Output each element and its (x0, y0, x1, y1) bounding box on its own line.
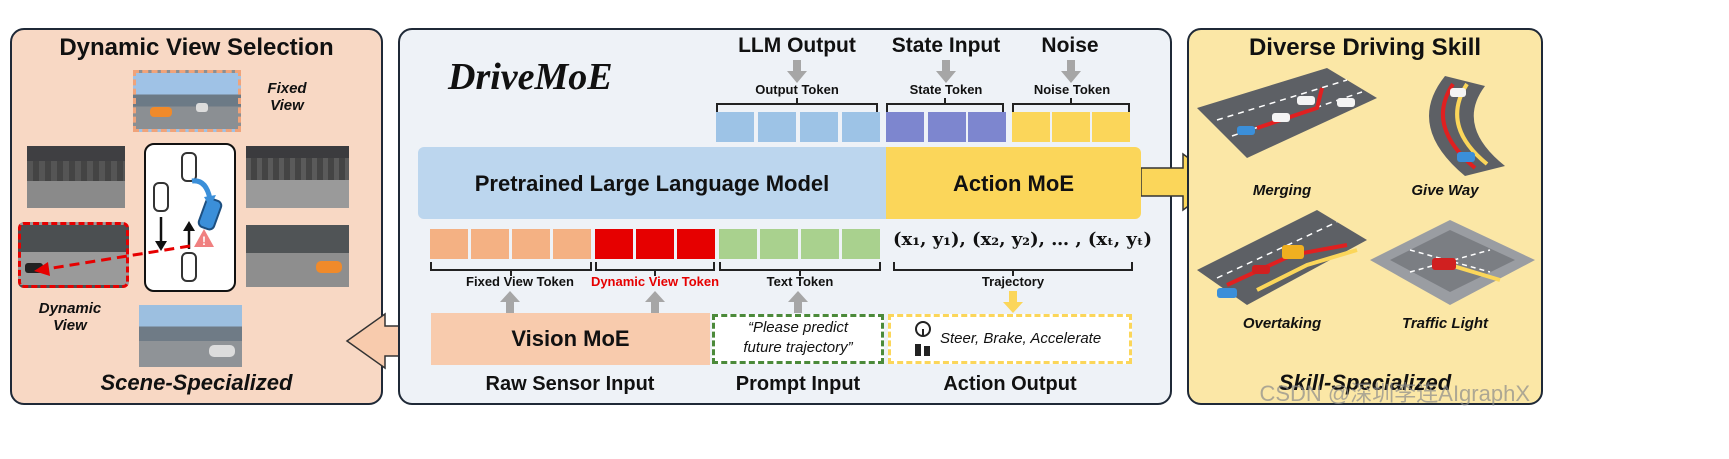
vision-moe-box (431, 313, 710, 365)
prompt-input-label: Prompt Input (735, 373, 861, 395)
noise-token-2 (1052, 112, 1090, 142)
skill-give-way-label: Give Way (1411, 182, 1479, 199)
skill-traffic-light-label: Traffic Light (1401, 315, 1489, 332)
output-token-1 (716, 112, 754, 142)
output-token-2 (758, 112, 796, 142)
state-token-1 (886, 112, 924, 142)
state-input-label: State Input (891, 34, 1001, 57)
dynamic-view-image (18, 222, 129, 288)
fixed-token-4 (553, 229, 591, 259)
overtaking-illustration (1197, 210, 1367, 305)
left-panel-title: Dynamic View Selection (59, 34, 334, 61)
state-token-3 (968, 112, 1006, 142)
dynamic-token-label: Dynamic View Token (590, 274, 720, 289)
noise-token-bracket (1012, 103, 1130, 112)
right-panel-title: Diverse Driving Skill (1248, 34, 1482, 61)
dynamic-view-arrow (34, 244, 191, 276)
fixed-token-3 (512, 229, 550, 259)
right-panel-footer: Skill-Specialized (1278, 370, 1452, 395)
action-output-label: Action Output (943, 373, 1077, 395)
camera-view-front-left (27, 146, 125, 208)
give-way-illustration (1429, 76, 1505, 176)
noise-token-label: Noise Token (1033, 82, 1111, 97)
action-moe-label: Action MoE (953, 171, 1074, 196)
action-output-text: Steer, Brake, Accelerate (940, 330, 1102, 347)
llm-output-arrow (787, 60, 807, 83)
brand-title: DriveMoE (448, 56, 613, 98)
svg-text:!: ! (202, 234, 206, 248)
state-token-2 (928, 112, 966, 142)
fixed-token-1 (430, 229, 468, 259)
watermark: CSDN @深圳李连AIgraphX (1259, 381, 1530, 406)
output-token-label: Output Token (755, 82, 839, 97)
trajectory-label: Trajectory (981, 274, 1045, 289)
output-token-3 (800, 112, 838, 142)
output-token-4 (842, 112, 880, 142)
noise-label: Noise (1041, 34, 1099, 57)
text-token-3 (801, 229, 839, 259)
text-token-bracket (719, 262, 881, 271)
llm-box-label: Pretrained Large Language Model (474, 171, 830, 196)
fixed-token-2 (471, 229, 509, 259)
output-token-bracket (716, 103, 878, 112)
skill-merging-label: Merging (1252, 182, 1312, 199)
left-panel-footer: Scene-Specialized (100, 370, 293, 395)
text-token-1 (719, 229, 757, 259)
trajectory-bracket (893, 262, 1133, 271)
fixed-token-bracket (430, 262, 592, 271)
text-token-label: Text Token (766, 274, 834, 289)
text-token-arrow (788, 291, 808, 313)
state-input-arrow (936, 60, 956, 83)
steering-icon (915, 321, 931, 356)
noise-token-3 (1092, 112, 1130, 142)
text-token-4 (842, 229, 880, 259)
noise-arrow (1061, 60, 1081, 83)
dynamic-token-bracket (595, 262, 715, 271)
prompt-text: “Please predict future trajectory” (743, 319, 853, 356)
dynamic-token-arrow (645, 291, 665, 313)
dynamic-token-3 (677, 229, 715, 259)
skill-overtaking-label: Overtaking (1242, 315, 1322, 332)
prompt-box (712, 314, 884, 364)
state-token-bracket (886, 103, 1004, 112)
text-token-2 (760, 229, 798, 259)
traffic-light-illustration (1370, 220, 1535, 305)
camera-view-right (246, 225, 349, 287)
raw-sensor-label: Raw Sensor Input (485, 373, 655, 395)
dynamic-view-label: Dynamic View (38, 300, 102, 334)
vision-moe-label: Vision MoE (511, 326, 630, 351)
fixed-view-image (133, 70, 241, 132)
trajectory-formula: (x₁, y₁), (x₂, y₂), … , (xₜ, yₜ) (893, 229, 1153, 250)
fixed-view-label: Fixed View (267, 80, 307, 114)
camera-view-front-right (246, 146, 349, 208)
dynamic-token-1 (595, 229, 633, 259)
noise-token-1 (1012, 112, 1050, 142)
llm-box (418, 147, 886, 219)
action-moe-box (886, 147, 1141, 219)
llm-output-label: LLM Output (738, 34, 856, 57)
camera-view-rear (139, 305, 242, 367)
fixed-token-label: Fixed View Token (466, 274, 574, 289)
fixed-token-arrow (500, 291, 520, 313)
state-token-label: State Token (909, 82, 983, 97)
dynamic-token-2 (636, 229, 674, 259)
merging-illustration (1197, 68, 1377, 158)
birds-eye-scene: ! (153, 152, 223, 282)
trajectory-arrow (1003, 291, 1023, 313)
